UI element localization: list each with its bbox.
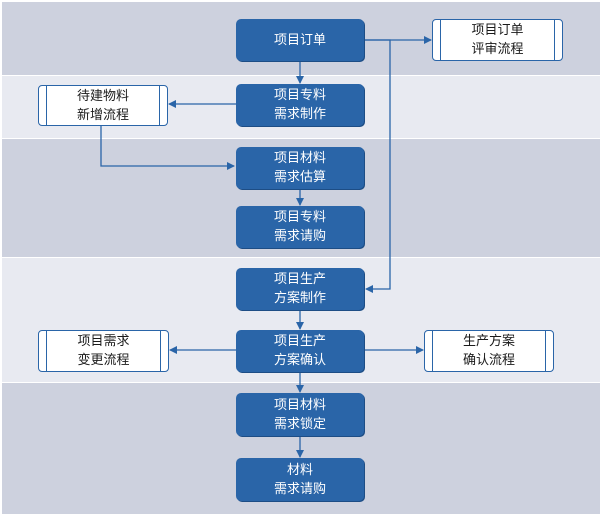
node-project-order[interactable]: 项目订单 [236,19,364,61]
node-plan-confirm[interactable]: 项目生产 方案确认 [236,330,364,372]
arrow-new-material-to-estimate [100,126,235,170]
node-special-demand[interactable]: 项目专料 需求制作 [236,84,364,126]
node-special-purchase[interactable]: 项目专料 需求请购 [236,206,364,248]
node-plan-confirm-flow[interactable]: 生产方案 确认流程 [424,330,554,372]
node-material-purchase[interactable]: 材料 需求请购 [236,458,364,501]
node-new-material-flow[interactable]: 待建物料 新增流程 [38,85,168,126]
arrow-order-to-plan-make [364,39,391,293]
node-demand-change-flow[interactable]: 项目需求 变更流程 [38,330,169,372]
node-material-lock[interactable]: 项目材料 需求锁定 [236,393,364,436]
node-order-review-flow[interactable]: 项目订单 评审流程 [432,19,563,61]
node-material-estimate[interactable]: 项目材料 需求估算 [236,147,364,189]
node-plan-make[interactable]: 项目生产 方案制作 [236,268,364,310]
